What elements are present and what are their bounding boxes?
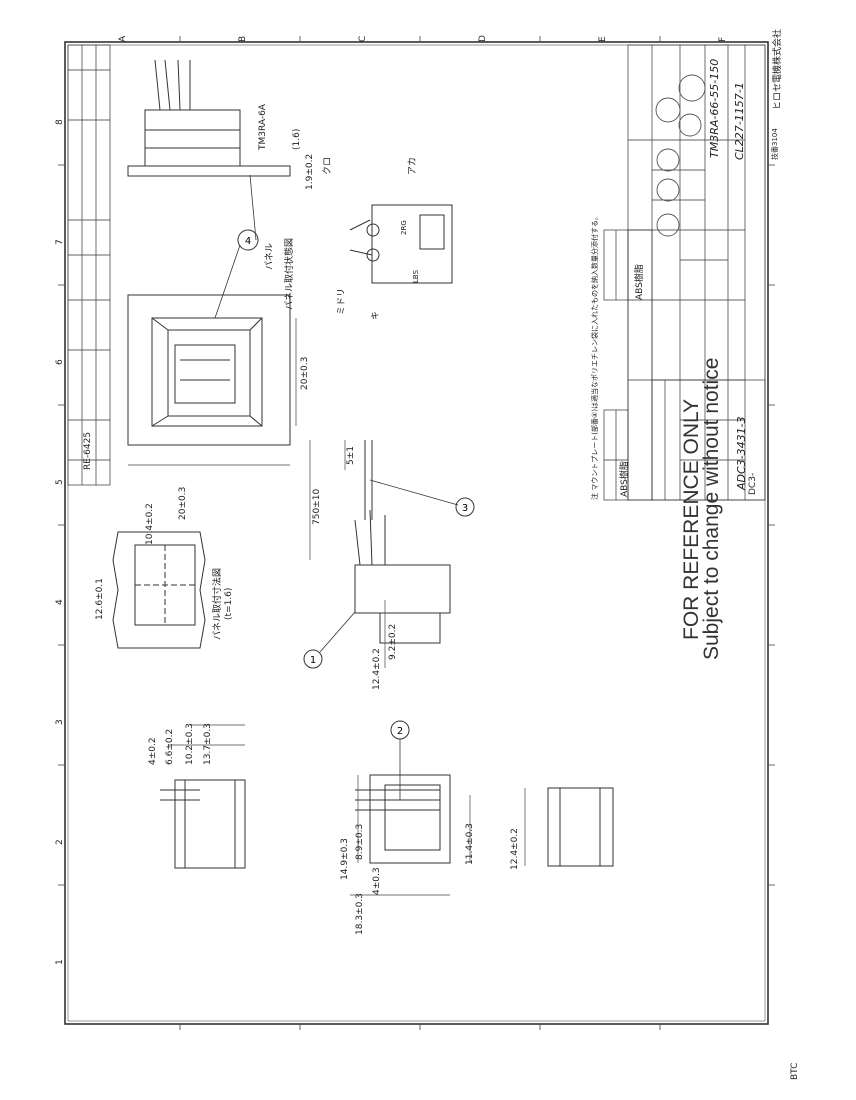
inner-frame (67, 44, 766, 1022)
label-rev-a: RE-6425 (83, 431, 93, 470)
dim-18-3: 18.3±0.3 (355, 893, 365, 935)
grid-row-f: F (718, 36, 728, 42)
dim-10-4: 10.4±0.2 (145, 503, 155, 545)
dim-4-0-2: 4±0.2 (148, 737, 158, 765)
dim-13-7: 13.7±0.3 (203, 723, 213, 765)
balloon-label-4: 4 (245, 236, 251, 247)
reference-notice-line2: Subject to change without notice (700, 357, 723, 660)
grid-col-1: 1 (55, 959, 65, 965)
label-green: ミドリ (337, 287, 347, 315)
dim-8-9: 8.9±0.3 (355, 823, 365, 860)
outer-frame (64, 41, 769, 1025)
dim-4-0-3: 4±0.3 (372, 867, 382, 895)
parts-list (603, 229, 653, 501)
panel-cutout-view (112, 531, 206, 649)
revision-table (67, 44, 111, 486)
grid-col-5: 5 (55, 479, 65, 485)
grid-col-3: 3 (55, 719, 65, 725)
board-ref: TM3RA-6A (258, 104, 268, 150)
cable-assembly-view (354, 440, 451, 644)
connector-left-view (160, 779, 246, 869)
grid-col-4: 4 (55, 599, 65, 605)
dim-10-2: 10.2±0.3 (185, 723, 195, 765)
code-number: ADC3-3431-3 (735, 416, 748, 490)
grid-row-e: E (598, 36, 608, 42)
balloon-label-2: 2 (397, 726, 403, 737)
balloon-3 (455, 497, 475, 517)
approval-stamps (655, 74, 706, 237)
dimension-lines (128, 318, 526, 896)
dim-12-4-bottom: 12.4±0.2 (372, 648, 382, 690)
form-code: 技番3104 (771, 128, 779, 160)
connector-side-view-top (127, 59, 291, 177)
dim-11-4: 11.4±0.3 (465, 823, 475, 865)
balloon-4 (237, 229, 259, 251)
dim-20-horizontal: 20±0.3 (178, 486, 188, 520)
part-name: TM3RA-66-55-150 (708, 58, 721, 158)
label-lbs: LBS (412, 269, 420, 283)
wire-color-view (349, 204, 453, 284)
dim-12-6: 12.6±0.1 (95, 578, 105, 620)
dim-1-6: (1.6) (292, 128, 302, 150)
grid-ticks (58, 36, 775, 1030)
label-black: クロ (323, 156, 333, 175)
balloon-label-1: 1 (310, 655, 316, 666)
label-panel-cut: パネル取付寸法図 (213, 567, 223, 640)
std-mark: BTC (790, 1062, 800, 1080)
drawing-number: CL227-1157-1 (733, 82, 746, 160)
balloon-1 (303, 649, 323, 669)
note-text: 注 マウントプレート(部番④)は適当なポリエチレン袋に入れたものを納入数量分添付… (591, 213, 599, 500)
label-mark: 2RG (400, 220, 408, 235)
panel-mount-view (127, 294, 291, 446)
balloons (237, 229, 475, 740)
label-yellow: キ (371, 310, 381, 320)
connector-right-view (547, 787, 614, 867)
label-red: アカ (408, 156, 418, 175)
old-code: DC3- (748, 472, 758, 495)
dim-20-vertical: 20±0.3 (300, 356, 310, 390)
label-panel-t: (t=1.6) (224, 587, 234, 620)
dim-12-4-side: 12.4±0.2 (510, 828, 520, 870)
dim-5: 5±1 (346, 446, 356, 465)
grid-row-c: C (358, 35, 368, 42)
label-panel-mount: パネル取付状態図 (285, 237, 295, 310)
grid-col-6: 6 (55, 359, 65, 365)
grid-col-2: 2 (55, 839, 65, 845)
dim-14-9: 14.9±0.3 (340, 838, 350, 880)
grid-row-b: B (238, 35, 248, 42)
material-4: ABS樹脂 (635, 264, 645, 300)
grid-row-a: A (118, 35, 128, 42)
grid-col-7: 7 (55, 239, 65, 245)
dim-750: 750±10 (312, 488, 322, 525)
leader-lines (214, 174, 459, 800)
dim-6-6: 6.6±0.2 (165, 728, 175, 765)
balloon-label-3: 3 (462, 503, 468, 514)
grid-col-8: 8 (55, 119, 65, 125)
dim-1-9: 1.9±0.2 (305, 153, 315, 190)
label-panel: パネル (265, 242, 275, 270)
material-1: ABS樹脂 (620, 461, 630, 497)
company-name: ヒロセ電機株式会社 (773, 28, 783, 110)
connector-front-view (355, 774, 451, 864)
dim-9-2: 9.2±0.2 (388, 623, 398, 660)
grid-row-d: D (478, 35, 488, 42)
